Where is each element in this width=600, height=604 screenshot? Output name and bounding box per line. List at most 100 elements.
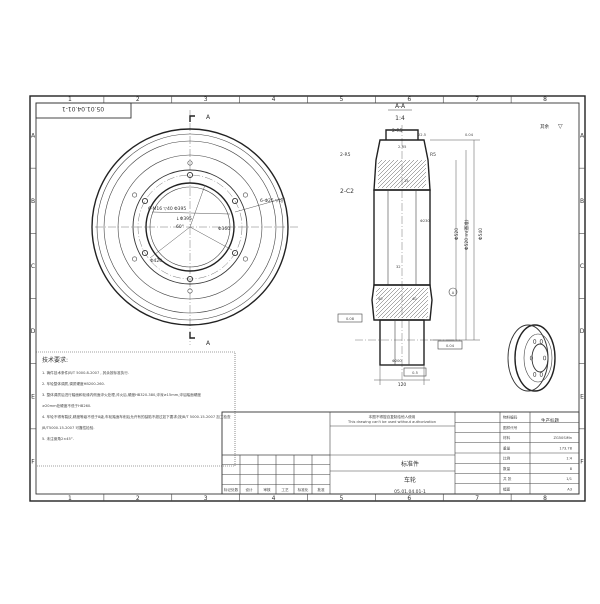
gdt-value-left: 0.08 [346, 317, 355, 321]
hatch-line [413, 175, 427, 189]
label-r5-right: R5 [430, 152, 436, 158]
hole-callout: 6-M16 ▽40 Φ395 [148, 206, 186, 212]
tb-right-value: 173.78 [559, 446, 572, 450]
label-v-width: 40 [378, 297, 383, 301]
gdt-frame-left [337, 313, 363, 323]
tb-right-label: 幅面 [503, 486, 511, 491]
col-label-bottom: 1 [68, 495, 72, 502]
tech-req-title: 技术要求: [42, 356, 68, 364]
col-label-top: 8 [543, 96, 547, 103]
col-label-bottom: 2 [136, 495, 140, 502]
row-label-left: C [31, 263, 35, 270]
section-view: A-A 1:4 Φ540 Φ520 m(基准) Φ520 2-R5 2-R5 [337, 103, 484, 388]
outer-bolt-hole [187, 160, 193, 166]
hatch-line [377, 159, 383, 165]
notice-en: This drawing can't be used without autho… [347, 420, 436, 424]
tb-right-value: 1:4 [566, 457, 572, 461]
row-label-left: A [31, 133, 36, 140]
dim-hub-dia: Φ200 [392, 359, 402, 363]
dim-width-total: 120 [398, 382, 407, 388]
drawing-no: 05.01.04.01-1 [394, 489, 426, 495]
iso-hole [539, 372, 543, 377]
col-label-bottom: 4 [272, 495, 276, 502]
hatch-line [397, 287, 429, 319]
wheel-tread-circle [103, 140, 277, 314]
tb-right-label: 数量 [503, 466, 511, 471]
hatch-line [397, 159, 427, 189]
outer-border [29, 95, 586, 502]
drawing-number-top: 05.01.04.01-1 [62, 105, 104, 112]
hatch-line [377, 159, 407, 189]
col-label-top: 4 [272, 96, 276, 103]
hatch-line [401, 291, 429, 319]
hatch-line [409, 299, 429, 319]
iso-web [523, 333, 553, 383]
hatch-line [417, 307, 429, 319]
hatch-line [375, 287, 385, 297]
row-label-right: C [580, 263, 584, 270]
iso-hole [533, 372, 537, 377]
tech-req-item: 1. 铸件技术条件JB/T 5000.8-2007 , 其余按标准执行. [42, 370, 129, 375]
tb-right-label: 图样代号 [503, 425, 518, 430]
row-label-right: B [580, 198, 584, 205]
hatch-line [401, 163, 427, 189]
label-rim-small: 32 [396, 265, 401, 269]
hatch-line [389, 287, 421, 319]
tb-left-label: 标记处数 [224, 487, 239, 492]
col-label-top: 3 [204, 96, 208, 103]
col-label-bottom: 5 [340, 495, 344, 502]
tb-right-label: 物料编码 [503, 415, 518, 420]
bolt-hole-group [132, 160, 248, 294]
hatch-line [381, 159, 411, 189]
hatch-line [377, 159, 391, 173]
pcd-leader [151, 211, 231, 215]
datum-a-circle [448, 287, 458, 297]
cut-arrow-bottom [189, 332, 195, 339]
tech-req-item: 3. 整体调质后进行踏面和轮缘内侧面淬火处理,淬火后,硬度HB320-380,淬… [42, 392, 201, 397]
iso-hole [529, 355, 533, 361]
bolt-hole-callout: 6-Φ25 ▽均 [260, 197, 284, 204]
hole-depth-callout: ↓Φ395 [176, 216, 192, 222]
hub-hatching [375, 287, 429, 319]
tb-left-label: 标准化 [298, 487, 309, 492]
hatch-line [417, 179, 427, 189]
row-label-right: A [580, 133, 585, 140]
isometric-view [507, 324, 556, 392]
col-label-bottom: 7 [475, 495, 479, 502]
angle-leader [189, 184, 206, 228]
iso-bore [531, 343, 549, 373]
outer-bolt-hole [132, 256, 138, 262]
gdt-value-bottom: 0.5 [412, 371, 418, 375]
tb-right-value: ZG50SiMn [554, 436, 572, 440]
label-r5-inner: 2-R5 [398, 145, 406, 149]
bolt-hole [186, 275, 194, 283]
row-label-left: B [31, 198, 35, 205]
hatch-line [377, 287, 409, 319]
dim-dia-mid: Φ520 m(基准) [463, 219, 470, 250]
hatch-line [421, 311, 429, 319]
hatch-line [375, 287, 397, 309]
tb-right-label: 比例 [503, 456, 511, 461]
gdt-value-right: 0.04 [446, 344, 455, 348]
col-label-top: 1 [68, 96, 72, 103]
hatch-line [389, 159, 419, 189]
label-r5-left: 2-R5 [340, 152, 351, 158]
hatch-line [375, 287, 389, 301]
tb-left-label: 批准 [317, 487, 325, 492]
hatch-line [375, 287, 393, 305]
label-chamfer: 2-C2 [340, 188, 354, 195]
hole-leader [234, 197, 286, 213]
col-label-bottom: 8 [543, 495, 547, 502]
tech-req-item: ≥20mm处硬度不低于HB260. [42, 403, 91, 408]
gdt-frame-bottom [403, 367, 427, 377]
bore-chamfer-circle [149, 186, 231, 268]
row-label-right: E [580, 393, 584, 400]
front-view: A A 6-M16 ▽40 Φ395 ↓Φ395 6-Φ25 ▽均 Φ360 6… [91, 110, 300, 347]
pcd-callout: Φ360 [218, 226, 230, 232]
row-label-left: F [31, 458, 35, 465]
iso-hole-group [529, 339, 547, 377]
